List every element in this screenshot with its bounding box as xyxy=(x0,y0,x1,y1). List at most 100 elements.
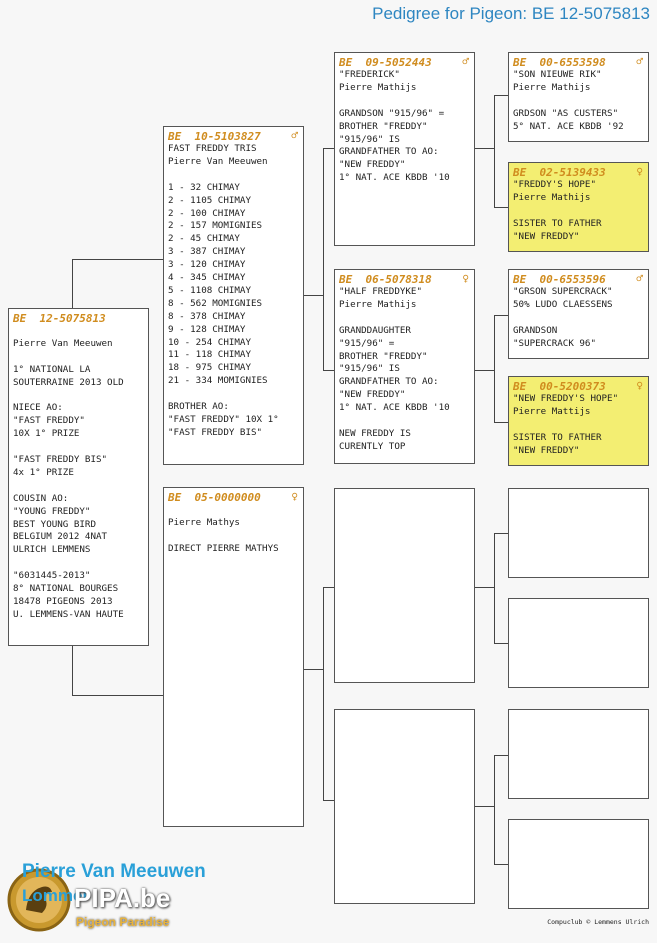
info-line: 2 - 100 CHIMAY xyxy=(168,207,246,219)
info-line: 4 - 345 CHIMAY xyxy=(168,272,246,284)
connector-line xyxy=(494,422,509,423)
connector-line xyxy=(494,643,509,644)
ring-number: BE 10-5103827 xyxy=(168,130,261,143)
info-line: SISTER TO FATHER xyxy=(513,217,602,229)
info-line xyxy=(339,415,470,428)
info-line: DIRECT PIERRE MATHYS xyxy=(168,542,279,554)
ring-number: BE 12-5075813 xyxy=(13,312,106,325)
info-line: "GRSON SUPERCRACK" xyxy=(513,286,613,297)
pigeon-card-maternal-grandfather[interactable] xyxy=(334,488,475,683)
connector-line xyxy=(494,207,509,208)
info-line: Pierre Mathys xyxy=(168,516,240,528)
connector-line xyxy=(494,533,495,643)
connector-line xyxy=(494,315,509,316)
pigeon-card-ggp-1[interactable]: BE 00-6553598♂"SON NIEUWE RIK"Pierre Mat… xyxy=(508,52,649,142)
info-line xyxy=(339,95,470,108)
info-line: GRANDDAUGHTER xyxy=(339,324,411,336)
info-line xyxy=(339,312,470,325)
connector-line xyxy=(494,95,509,96)
info-line: 10 - 254 CHIMAY xyxy=(168,336,251,348)
sex-icon: ♀ xyxy=(291,490,298,503)
pigeon-card-ggp-4[interactable]: BE 00-5200373♀"NEW FREDDY'S HOPE"Pierre … xyxy=(508,376,649,466)
info-line: 3 - 120 CHIMAY xyxy=(168,259,246,271)
footer-credit: Compuclub © Lemmens Ulrich xyxy=(547,918,649,926)
info-line: "FREDDY'S HOPE" xyxy=(513,179,596,190)
info-line xyxy=(13,480,144,493)
info-line: 10X 1° PRIZE xyxy=(13,428,80,440)
info-line xyxy=(13,390,144,403)
info-line: "SUPERCRACK 96" xyxy=(513,337,596,349)
connector-line xyxy=(474,370,494,371)
info-line: "NEW FREDDY" xyxy=(339,159,406,171)
connector-line xyxy=(323,148,335,149)
sex-icon: ♀ xyxy=(462,272,469,285)
ring-number: BE 09-5052443 xyxy=(339,56,432,69)
info-line: "NEW FREDDY" xyxy=(513,230,580,242)
info-line: Pierre Mathijs xyxy=(513,191,591,203)
connector-line xyxy=(494,533,509,534)
info-line: 8° NATIONAL BOURGES xyxy=(13,583,119,595)
pigeon-card-maternal-grandmother[interactable] xyxy=(334,709,475,904)
info-line: 8 - 562 MOMIGNIES xyxy=(168,297,263,309)
logo-text[interactable]: PIPA.be xyxy=(74,883,171,913)
info-line: 18478 PIGEONS 2013 xyxy=(13,595,113,607)
info-line: GRANDFATHER TO AO: xyxy=(339,376,439,388)
info-line: 1° NATIONAL LA xyxy=(13,363,91,375)
info-line xyxy=(513,312,644,325)
info-line: "6031445-2013" xyxy=(13,570,91,582)
info-line: 9 - 128 CHIMAY xyxy=(168,323,246,335)
connector-line xyxy=(474,587,494,588)
ring-number: BE 05-0000000 xyxy=(168,491,261,504)
sex-icon: ♂ xyxy=(462,55,469,68)
info-line: Pierre Mathijs xyxy=(339,81,417,93)
connector-line xyxy=(323,800,335,801)
connector-line xyxy=(323,148,324,370)
info-line: 2 - 157 MOMIGNIES xyxy=(168,220,263,232)
info-line: "FAST FREDDY" xyxy=(13,415,85,427)
info-line: "SON NIEUWE RIK" xyxy=(513,69,602,80)
connector-line xyxy=(494,755,509,756)
info-line: 11 - 118 CHIMAY xyxy=(168,349,251,361)
info-line: 5 - 1108 CHIMAY xyxy=(168,284,251,296)
info-line: 8 - 378 CHIMAY xyxy=(168,310,246,322)
info-line: 5° NAT. ACE KBDB '92 xyxy=(513,120,624,132)
connector-line xyxy=(494,315,495,422)
sex-icon: ♂ xyxy=(636,55,643,68)
info-line: "NEW FREDDY" xyxy=(513,444,580,456)
info-line: "915/96" = xyxy=(339,337,395,349)
info-line: 3 - 387 CHIMAY xyxy=(168,246,246,258)
connector-line xyxy=(494,755,495,864)
info-line: 1 - 32 CHIMAY xyxy=(168,181,240,193)
pigeon-card-ggp-3[interactable]: BE 00-6553596♂"GRSON SUPERCRACK"50% LUDO… xyxy=(508,269,649,359)
info-line: CURENTLY TOP xyxy=(339,440,406,452)
info-line xyxy=(168,388,299,401)
sex-icon: ♀ xyxy=(636,379,643,392)
connector-line xyxy=(303,669,323,670)
info-line xyxy=(513,205,644,218)
info-line: 21 - 334 MOMIGNIES xyxy=(168,375,268,387)
info-line xyxy=(168,530,299,543)
pigeon-card-ggp-2[interactable]: BE 02-5139433♀"FREDDY'S HOPE"Pierre Math… xyxy=(508,162,649,252)
info-line: Pierre Mathijs xyxy=(339,298,417,310)
connector-line xyxy=(72,259,164,260)
pigeon-card-ggp-8[interactable] xyxy=(508,819,649,909)
sex-icon: ♂ xyxy=(291,129,298,142)
info-line: 2 - 1105 CHIMAY xyxy=(168,194,251,206)
pigeon-card-paternal-grandmother[interactable]: BE 06-5078318♀"HALF FREDDYKE"Pierre Math… xyxy=(334,269,475,464)
pigeon-card-ggp-6[interactable] xyxy=(508,598,649,688)
sex-icon: ♀ xyxy=(636,165,643,178)
info-line: "915/96" IS xyxy=(339,133,400,145)
info-line: BEST YOUNG BIRD xyxy=(13,518,96,530)
connector-line xyxy=(72,645,73,695)
ring-number: BE 06-5078318 xyxy=(339,273,432,286)
connector-line xyxy=(494,864,509,865)
info-line: 4x 1° PRIZE xyxy=(13,466,74,478)
pigeon-card-ggp-7[interactable] xyxy=(508,709,649,799)
pigeon-card-ggp-5[interactable] xyxy=(508,488,649,578)
info-line: COUSIN AO: xyxy=(13,492,69,504)
info-line: GRDSON "AS CUSTERS" xyxy=(513,107,619,119)
